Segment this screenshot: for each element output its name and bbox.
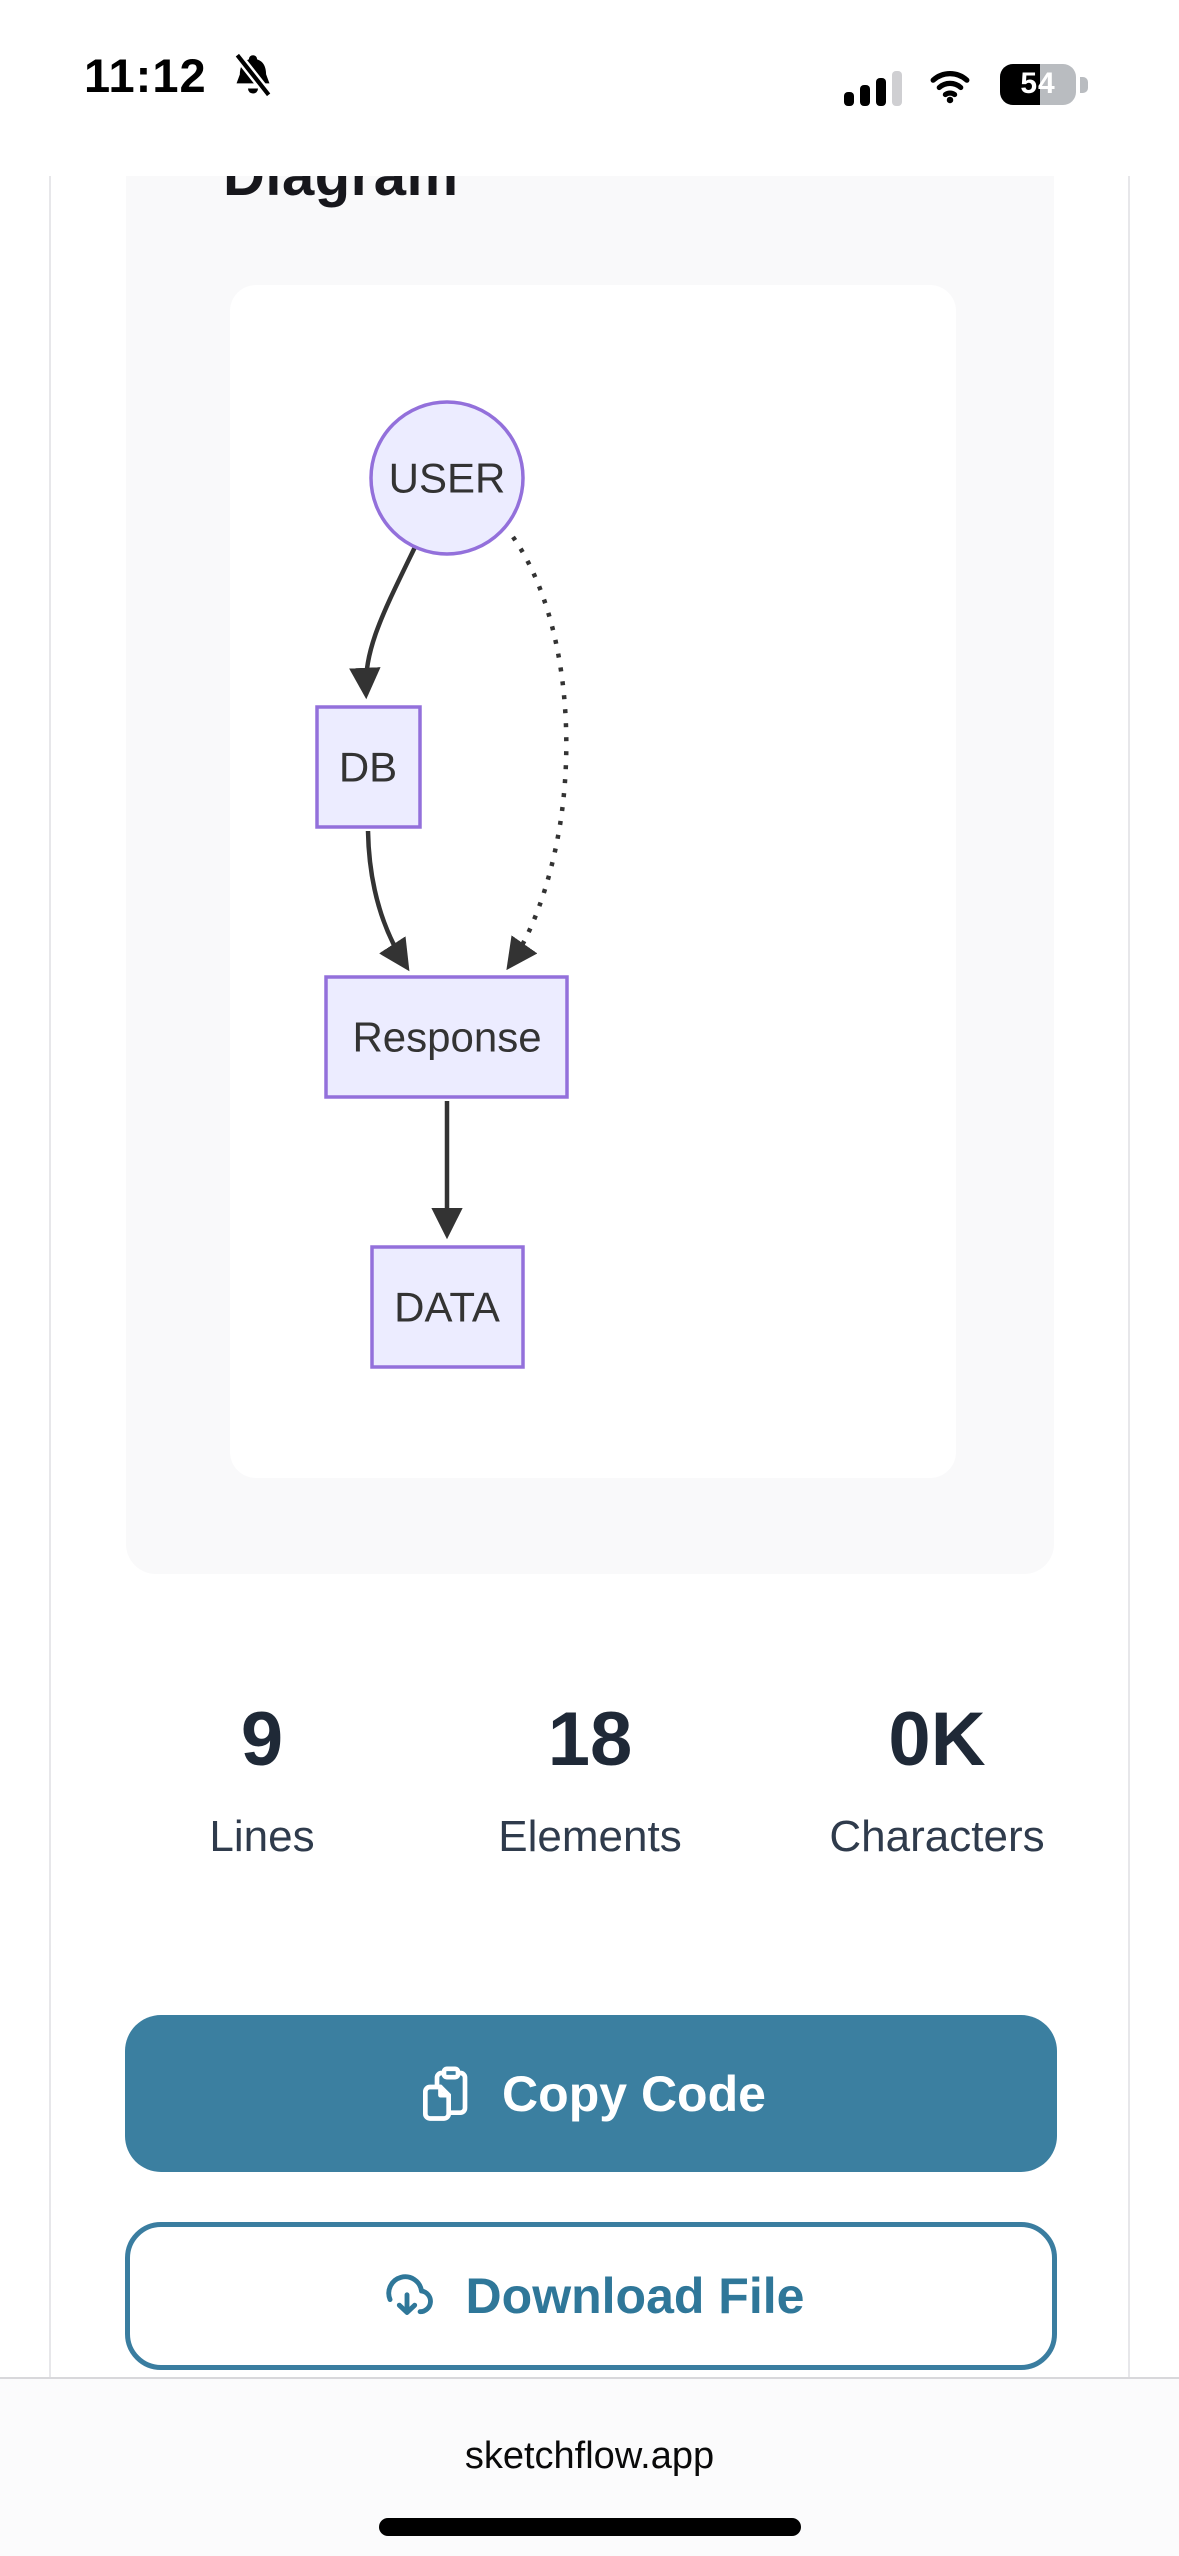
node-user-label: USER xyxy=(389,455,506,502)
bell-slash-icon xyxy=(228,50,278,105)
stat-characters-value: 0K xyxy=(888,1697,986,1782)
stat-elements-label: Elements xyxy=(498,1812,682,1861)
copy-code-label: Copy Code xyxy=(502,2065,766,2122)
page-edge-line-left xyxy=(49,0,51,2378)
stat-lines: 9 Lines xyxy=(209,1702,314,1862)
stat-characters: 0K Characters xyxy=(829,1702,1044,1862)
download-file-label: Download File xyxy=(465,2268,805,2324)
battery-nub xyxy=(1080,77,1088,93)
status-time: 11:12 xyxy=(84,49,207,102)
clipboard-copy-icon xyxy=(416,2065,472,2122)
edge-db-response xyxy=(365,830,410,972)
stat-lines-label: Lines xyxy=(209,1812,315,1861)
battery-fill xyxy=(1000,64,1040,105)
node-user: USER xyxy=(369,400,525,556)
copy-code-button[interactable]: Copy Code xyxy=(125,2015,1057,2172)
node-response: Response xyxy=(324,975,569,1099)
stat-lines-value: 9 xyxy=(240,1697,284,1782)
stat-elements: 18 Elements xyxy=(498,1702,681,1862)
battery-icon: 54 xyxy=(1000,64,1076,105)
battery-percent: 54 xyxy=(1020,67,1056,100)
edge-user-response-dotted xyxy=(506,535,569,971)
address-bar[interactable]: sketchflow.app xyxy=(464,2435,715,2477)
bottom-bar-divider xyxy=(0,2377,1179,2379)
stat-characters-label: Characters xyxy=(829,1812,1045,1861)
stat-elements-value: 18 xyxy=(547,1697,633,1782)
cellular-signal-icon xyxy=(844,66,908,111)
page-edge-line-right xyxy=(1128,0,1130,2378)
wifi-icon xyxy=(920,62,980,113)
diagram-panel: USER DB Response DATA xyxy=(230,285,956,1478)
node-db: DB xyxy=(315,705,422,829)
status-bar: 11:12 xyxy=(0,0,1179,176)
node-data: DATA xyxy=(370,1245,525,1369)
download-file-button[interactable]: Download File xyxy=(125,2222,1057,2370)
node-data-label: DATA xyxy=(394,1284,500,1331)
flowchart-svg: USER DB Response DATA xyxy=(315,400,569,1369)
cloud-download-icon xyxy=(378,2267,436,2325)
node-response-label: Response xyxy=(352,1014,541,1061)
node-db-label: DB xyxy=(339,744,397,791)
edge-user-db xyxy=(349,544,419,700)
home-indicator[interactable] xyxy=(378,2518,801,2536)
safari-bottom-bar: sketchflow.app xyxy=(0,2379,1179,2556)
